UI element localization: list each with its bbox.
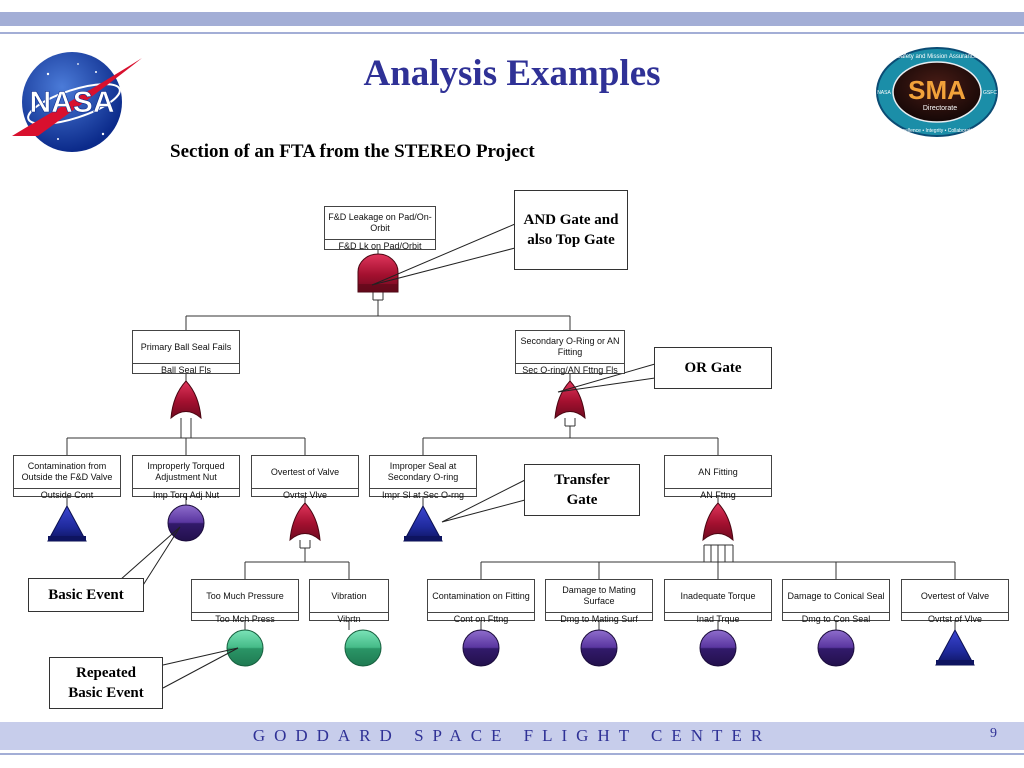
node-description: Secondary O-Ring or AN Fitting	[516, 331, 624, 364]
callout-and-gate: AND Gate and also Top Gate	[514, 190, 628, 270]
node-id: Outside Cont	[40, 489, 94, 500]
node-description: Damage to Mating Surface	[546, 580, 652, 613]
sma-logo-text: SMA	[908, 75, 966, 105]
fta-node-overtest-valve: Overtest of Valve Ovrtst Vlve	[251, 455, 359, 500]
fta-node-conical-seal: Damage to Conical Seal Dmg to Con Seal	[782, 579, 890, 624]
svg-text:Excellence • Integrity • Colla: Excellence • Integrity • Collaboration	[897, 128, 978, 134]
fta-node-overtest-valve-2: Overtest of Valve Ovrtst of Vlve	[901, 579, 1009, 624]
footer-text: GODDARD SPACE FLIGHT CENTER	[252, 726, 772, 745]
node-id: Cont on Fttng	[453, 613, 509, 624]
or-gate-icon-an-fitting	[702, 502, 734, 542]
repeated-event-circle-icon-vibration	[344, 629, 382, 667]
fta-node-improper-seal: Improper Seal at Secondary O-ring Impr S…	[369, 455, 477, 500]
node-description: F&D Leakage on Pad/On-Orbit	[325, 207, 435, 240]
node-description: Primary Ball Seal Fails	[133, 331, 239, 364]
basic-event-circle-icon-conical-seal	[817, 629, 855, 667]
svg-text:NASA: NASA	[877, 90, 891, 96]
node-id: Vibrtn	[337, 613, 361, 624]
node-id: Ball Seal Fls	[160, 364, 212, 375]
node-description: Improper Seal at Secondary O-ring	[370, 456, 476, 489]
transfer-triangle-icon-overtest	[935, 628, 975, 666]
nasa-logo-icon: NASA	[12, 52, 142, 152]
node-description: Inadequate Torque	[665, 580, 771, 613]
node-id: Inad Trque	[696, 613, 740, 624]
footer-divider	[0, 753, 1024, 755]
node-description: Overtest of Valve	[902, 580, 1008, 613]
fta-node-adjustment-nut: Improperly Torqued Adjustment Nut Imp To…	[132, 455, 240, 500]
header-divider	[0, 32, 1024, 34]
callout-repeated-basic-event: Repeated Basic Event	[49, 657, 163, 709]
repeated-event-circle-icon-pressure	[226, 629, 264, 667]
node-id: Too Mch Press	[215, 613, 275, 624]
fta-node-too-much-pressure: Too Much Pressure Too Mch Press	[191, 579, 299, 624]
slide-title: Analysis Examples	[363, 53, 661, 94]
fta-node-primary-ball-seal: Primary Ball Seal Fails Ball Seal Fls	[132, 330, 240, 375]
basic-event-circle-icon-cont-fitting	[462, 629, 500, 667]
sma-directorate-logo-icon: Safety and Mission Assurance Excellence …	[876, 47, 998, 137]
or-gate-icon-primary	[170, 380, 202, 420]
transfer-triangle-icon-outside-cont	[47, 504, 87, 542]
callout-or-gate: OR Gate	[654, 347, 772, 389]
callout-transfer-gate: Transfer Gate	[524, 464, 640, 516]
fta-node-outside-contamination: Contamination from Outside the F&D Valve…	[13, 455, 121, 500]
fta-node-mating-surface: Damage to Mating Surface Dmg to Mating S…	[545, 579, 653, 624]
fta-node-an-fitting: AN Fitting AN Fttng	[664, 455, 772, 500]
node-id: Dmg to Mating Surf	[560, 613, 638, 624]
fta-node-inadequate-torque: Inadequate Torque Inad Trque	[664, 579, 772, 624]
node-id: AN Fttng	[700, 489, 736, 500]
node-description: Vibration	[310, 580, 388, 613]
node-id: Ovrtst Vlve	[282, 489, 327, 500]
node-id: Sec O-ring/AN Fttng Fls	[522, 364, 618, 375]
fta-node-secondary-oring: Secondary O-Ring or AN Fitting Sec O-rin…	[515, 330, 625, 375]
or-gate-icon-secondary	[554, 380, 586, 420]
node-description: Too Much Pressure	[192, 580, 298, 613]
node-id: F&D Lk on Pad/Orbit	[338, 240, 422, 251]
transfer-triangle-icon-impr-seal	[403, 504, 443, 542]
node-id: Ovrtst of Vlve	[927, 613, 982, 624]
node-description: Overtest of Valve	[252, 456, 358, 489]
node-description: AN Fitting	[665, 456, 771, 489]
svg-text:GSFC: GSFC	[983, 90, 997, 96]
node-id: Impr Sl at Sec O-rng	[381, 489, 465, 500]
node-description: Damage to Conical Seal	[783, 580, 889, 613]
or-gate-icon-overtest	[289, 502, 321, 542]
node-description: Contamination on Fitting	[428, 580, 534, 613]
callout-basic-event: Basic Event	[28, 578, 144, 612]
basic-event-circle-icon-adj-nut	[167, 504, 205, 542]
svg-text:Directorate: Directorate	[923, 105, 957, 112]
basic-event-circle-icon-inad-torque	[699, 629, 737, 667]
fta-node-contamination-fitting: Contamination on Fitting Cont on Fttng	[427, 579, 535, 624]
nasa-logo-text: NASA	[29, 86, 114, 119]
basic-event-circle-icon-mating-surf	[580, 629, 618, 667]
slide-subtitle: Section of an FTA from the STEREO Projec…	[170, 141, 535, 162]
node-description: Contamination from Outside the F&D Valve	[14, 456, 120, 489]
svg-text:Safety and Mission Assurance: Safety and Mission Assurance	[897, 54, 978, 60]
and-gate-icon	[357, 253, 399, 293]
node-description: Improperly Torqued Adjustment Nut	[133, 456, 239, 489]
header-bar	[0, 12, 1024, 26]
node-id: Imp Torq Adj Nut	[152, 489, 220, 500]
footer-bar	[0, 722, 1024, 750]
fta-node-vibration: Vibration Vibrtn	[309, 579, 389, 624]
fta-node-top: F&D Leakage on Pad/On-Orbit F&D Lk on Pa…	[324, 206, 436, 251]
page-number: 9	[990, 726, 997, 741]
node-id: Dmg to Con Seal	[801, 613, 871, 624]
